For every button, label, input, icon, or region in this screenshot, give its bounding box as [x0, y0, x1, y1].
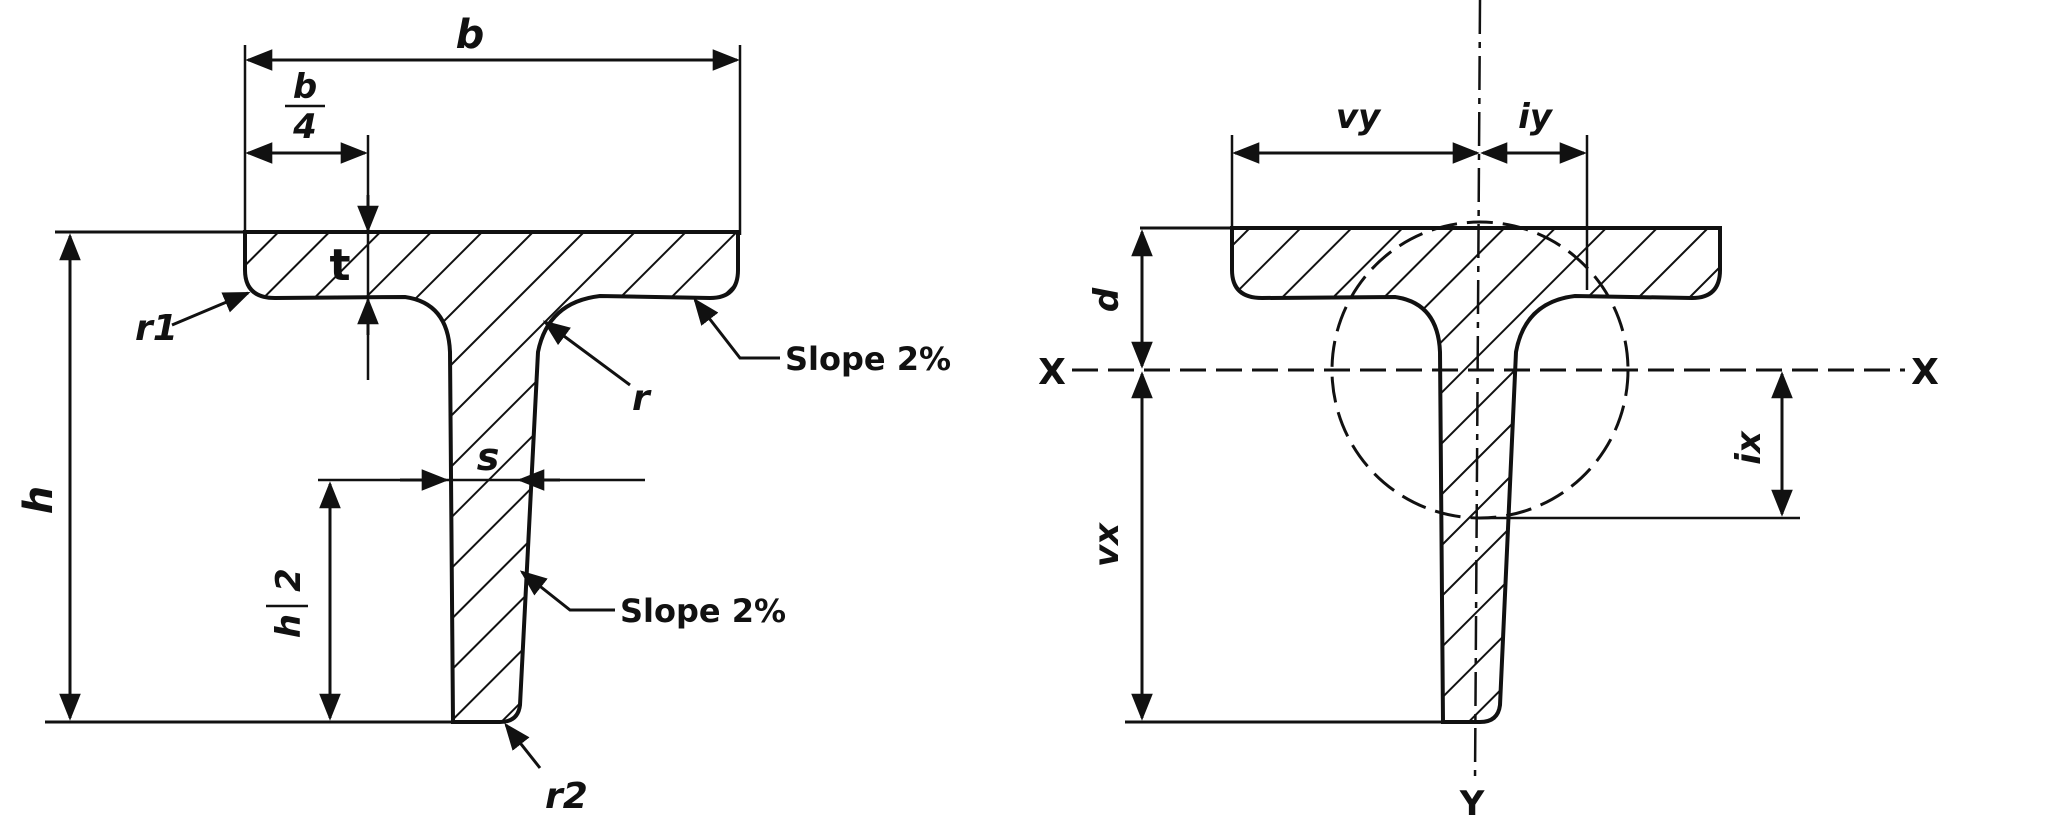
- r-leader: [542, 320, 631, 387]
- x-axis-label-left: X: [1038, 352, 1066, 393]
- flange-slope-leader: [693, 297, 780, 360]
- svg-text:h: h: [269, 614, 309, 638]
- quarter-label-denominator: 4: [292, 107, 317, 147]
- flange-slope-note: Slope 2%: [785, 340, 951, 378]
- stem-slope-leader: [519, 570, 615, 612]
- r1-leader: [171, 291, 251, 327]
- half-height-label: h 2: [266, 568, 309, 638]
- r-label: r: [632, 378, 652, 419]
- r2-leader: [504, 722, 542, 769]
- r1-label: r1: [135, 308, 178, 349]
- h-label: h: [16, 486, 62, 514]
- d-label: d: [1087, 287, 1127, 312]
- vx-label: vx: [1087, 522, 1127, 567]
- right-t-section: X X Y vy iy d vx ix: [1038, 0, 1939, 824]
- iy-label: iy: [1518, 97, 1554, 137]
- s-label: s: [477, 435, 500, 479]
- r2-label: r2: [545, 776, 588, 817]
- left-section-hatch: [245, 232, 738, 722]
- quarter-label-numerator: b: [293, 67, 317, 107]
- y-axis-label: Y: [1459, 784, 1485, 824]
- b-label: b: [456, 12, 485, 58]
- y-axis-line: [1473, 0, 1482, 781]
- t-label: t: [329, 240, 350, 291]
- svg-text:2: 2: [269, 568, 309, 592]
- stem-slope-note: Slope 2%: [620, 592, 786, 630]
- ix-label: ix: [1729, 430, 1769, 465]
- x-axis-label-right: X: [1911, 352, 1939, 393]
- left-t-section: b b 4 t h h 2 s r1 r Slope: [16, 12, 951, 817]
- vy-label: vy: [1336, 97, 1382, 137]
